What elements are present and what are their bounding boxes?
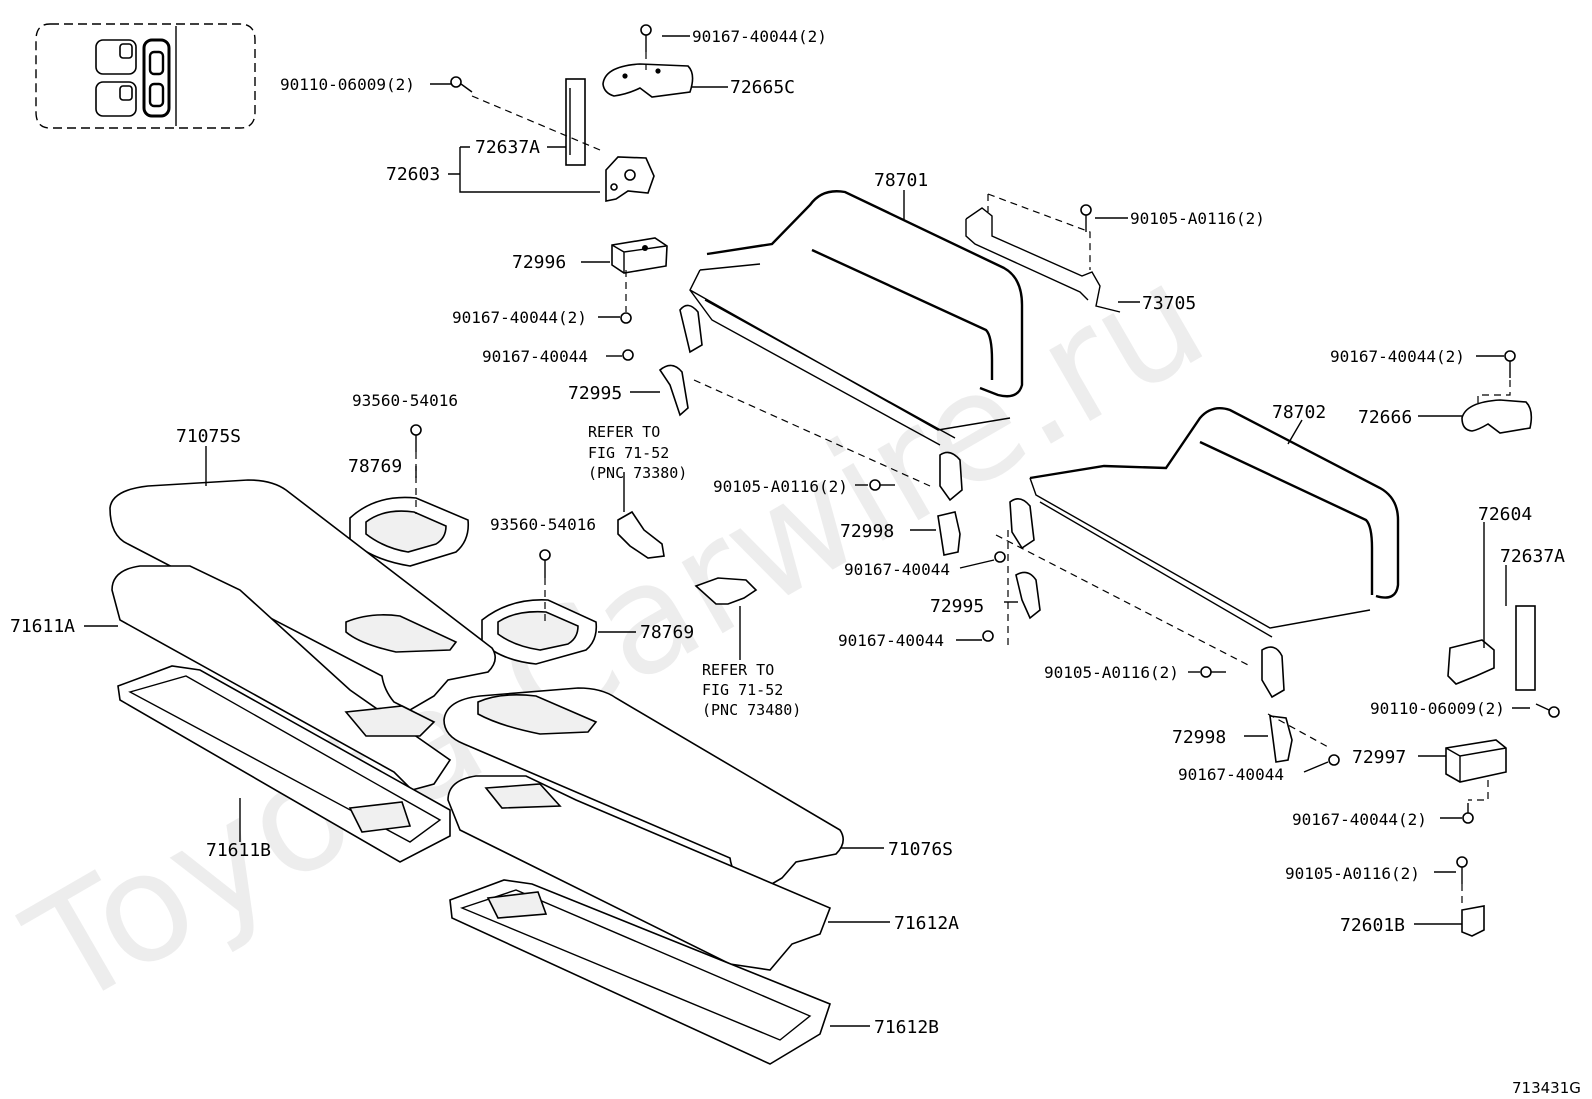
cup-holder-78769-a — [349, 496, 470, 567]
label-72603[interactable]: 72603 — [386, 164, 440, 185]
part-72998-b-shape — [1269, 715, 1293, 763]
part-78702-frame — [1009, 407, 1400, 699]
refer-note-73480-line-3: (PNC 73480) — [702, 701, 801, 719]
refer-note-73380-line-3: (PNC 73380) — [588, 464, 687, 482]
label-72995-left[interactable]: 72995 — [568, 383, 622, 404]
label-71612a[interactable]: 71612A — [894, 913, 959, 934]
label-78702[interactable]: 78702 — [1272, 402, 1326, 423]
diagram-code: 713431G — [1512, 1079, 1581, 1097]
bracket-refer-73480 — [694, 577, 758, 605]
label-72995-right[interactable]: 72995 — [930, 596, 984, 617]
seat-locator-inset — [35, 23, 256, 129]
label-90167-40044-single-2[interactable]: 90167-40044 — [844, 560, 950, 579]
label-71611b[interactable]: 71611B — [206, 840, 271, 861]
label-93560-54016-a[interactable]: 93560-54016 — [352, 391, 458, 410]
assembly-guides — [415, 52, 1511, 905]
label-90167-40044-72996[interactable]: 90167-40044(2) — [452, 308, 587, 327]
label-90167-40044-right-top[interactable]: 90167-40044(2) — [1330, 347, 1465, 366]
label-71076s[interactable]: 71076S — [888, 839, 953, 860]
part-72995-right-shape — [1015, 571, 1041, 620]
refer-note-73480-line-1: REFER TO — [702, 661, 774, 679]
label-72637a-right[interactable]: 72637A — [1500, 546, 1565, 567]
seat-cushion-base-71612b — [449, 879, 831, 1065]
refer-note-73380-line-1: REFER TO — [588, 423, 660, 441]
leader-lines — [84, 35, 1530, 1027]
label-72998-a[interactable]: 72998 — [840, 521, 894, 542]
part-73705-shape — [965, 207, 1121, 313]
part-72604-shape — [1447, 639, 1495, 685]
label-72666[interactable]: 72666 — [1358, 407, 1412, 428]
seat-cushion-71075s — [109, 479, 496, 711]
cup-holder-78769-b — [481, 599, 598, 665]
label-90105-a0116-mid[interactable]: 90105-A0116(2) — [713, 477, 848, 496]
label-90167-40044-single-4[interactable]: 90167-40044 — [1178, 765, 1284, 784]
part-72637a-right-shape — [1515, 605, 1536, 691]
seat-cushion-base-71611b — [117, 665, 451, 863]
part-72666-shape — [1461, 399, 1533, 434]
part-72996-shape — [611, 237, 668, 274]
label-73705[interactable]: 73705 — [1142, 293, 1196, 314]
label-90167-40044-top[interactable]: 90167-40044(2) — [692, 27, 827, 46]
label-71612b[interactable]: 71612B — [874, 1017, 939, 1038]
refer-note-73480: REFER TO FIG 71-52 (PNC 73480) — [702, 661, 801, 719]
label-93560-54016-b[interactable]: 93560-54016 — [490, 515, 596, 534]
refer-note-73380: REFER TO FIG 71-52 (PNC 73380) — [588, 423, 687, 482]
label-71611a[interactable]: 71611A — [10, 616, 75, 637]
refer-note-73480-line-2: FIG 71-52 — [702, 681, 783, 699]
part-72601b-shape — [1461, 905, 1485, 937]
label-78701[interactable]: 78701 — [874, 170, 928, 191]
label-72996[interactable]: 72996 — [512, 252, 566, 273]
part-72603-shape — [605, 156, 655, 202]
part-labels: 90167-40044(2) 72665C 90110-06009(2) 726… — [10, 27, 1565, 1038]
seat-cushion-71076s — [443, 687, 844, 893]
label-78769-a[interactable]: 78769 — [348, 456, 402, 477]
label-72637a-left[interactable]: 72637A — [475, 137, 540, 158]
part-72665c-shape — [602, 63, 694, 98]
label-90105-a0116-right[interactable]: 90105-A0116(2) — [1044, 663, 1179, 682]
label-78769-b[interactable]: 78769 — [640, 622, 694, 643]
label-72665c[interactable]: 72665C — [730, 77, 795, 98]
refer-note-73380-line-2: FIG 71-52 — [588, 444, 669, 462]
label-90110-06009-right[interactable]: 90110-06009(2) — [1370, 699, 1505, 718]
fasteners — [410, 24, 1560, 884]
label-90105-a0116-top[interactable]: 90105-A0116(2) — [1130, 209, 1265, 228]
part-72995-left-shape — [658, 364, 689, 417]
part-72998-a-shape — [937, 511, 961, 556]
seat-cushion-pad-71611a — [111, 565, 452, 791]
label-90167-40044-single-1[interactable]: 90167-40044 — [482, 347, 588, 366]
part-72637a-left-shape — [565, 78, 586, 166]
label-90110-06009-left[interactable]: 90110-06009(2) — [280, 75, 415, 94]
part-78701-frame — [679, 190, 1024, 502]
label-90167-40044-72997[interactable]: 90167-40044(2) — [1292, 810, 1427, 829]
seat-cushion-pad-71612a — [447, 775, 832, 971]
label-90105-a0116-bottom[interactable]: 90105-A0116(2) — [1285, 864, 1420, 883]
label-90167-40044-single-3[interactable]: 90167-40044 — [838, 631, 944, 650]
part-72997-shape — [1445, 739, 1507, 783]
label-72998-b[interactable]: 72998 — [1172, 727, 1226, 748]
label-71075s[interactable]: 71075S — [176, 426, 241, 447]
label-72997[interactable]: 72997 — [1352, 747, 1406, 768]
label-72604[interactable]: 72604 — [1478, 504, 1532, 525]
label-72601b[interactable]: 72601B — [1340, 915, 1405, 936]
bracket-refer-73380 — [617, 510, 665, 559]
